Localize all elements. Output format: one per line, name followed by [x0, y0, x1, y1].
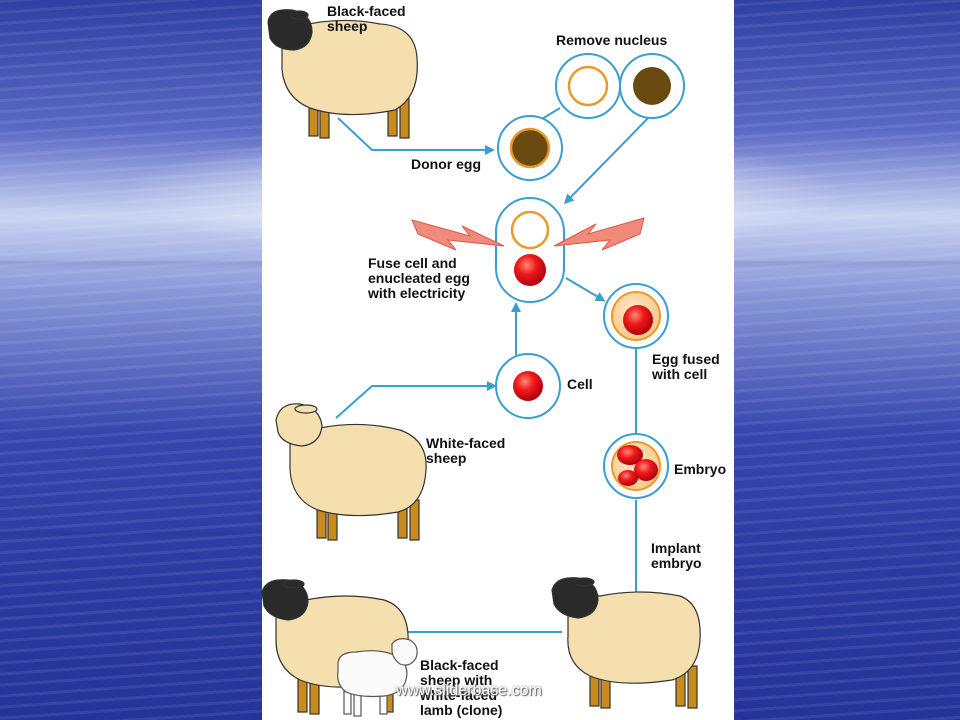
spark-left-icon — [411, 219, 505, 251]
label-implant-embryo: Implant embryo — [651, 540, 702, 571]
cell-body-cell — [495, 353, 561, 419]
flow-arrows — [335, 107, 655, 633]
label-white-faced-sheep: White-faced sheep — [426, 435, 506, 466]
arrow-fused-to-egg — [565, 277, 606, 302]
label-clone: Black-faced sheep with white-faced lamb … — [420, 657, 503, 718]
sheep-white-faced-icon — [275, 403, 427, 541]
lamb-clone-icon — [337, 638, 418, 717]
cell-egg-fused — [603, 283, 669, 349]
sheep-surrogate-icon — [551, 577, 701, 709]
label-embryo: Embryo — [674, 461, 727, 477]
sheep-black-faced-top-icon — [267, 9, 418, 139]
cell-embryo — [603, 433, 669, 499]
label-black-faced-sheep: Black-faced sheep — [327, 3, 406, 34]
nucleus-brown — [619, 53, 685, 119]
label-fuse-cell: Fuse cell and enucleated egg with electr… — [368, 255, 470, 301]
arrow-sheep-to-donor-egg — [337, 117, 495, 155]
arrow-removed-to-enucleated — [563, 111, 655, 205]
watermark: www.sliderbase.com — [396, 682, 542, 699]
label-donor-egg: Donor egg — [411, 156, 481, 172]
arrow-whitesheep-to-cell — [335, 381, 497, 419]
label-remove-nucleus: Remove nucleus — [556, 32, 668, 48]
cell-removed-nucleus — [555, 53, 621, 119]
label-cell: Cell — [567, 376, 593, 392]
spark-right-icon — [553, 217, 645, 251]
label-egg-fused: Egg fused with cell — [652, 351, 720, 382]
cell-donor-egg — [497, 115, 563, 181]
cell-fuse-capsule — [495, 197, 565, 303]
